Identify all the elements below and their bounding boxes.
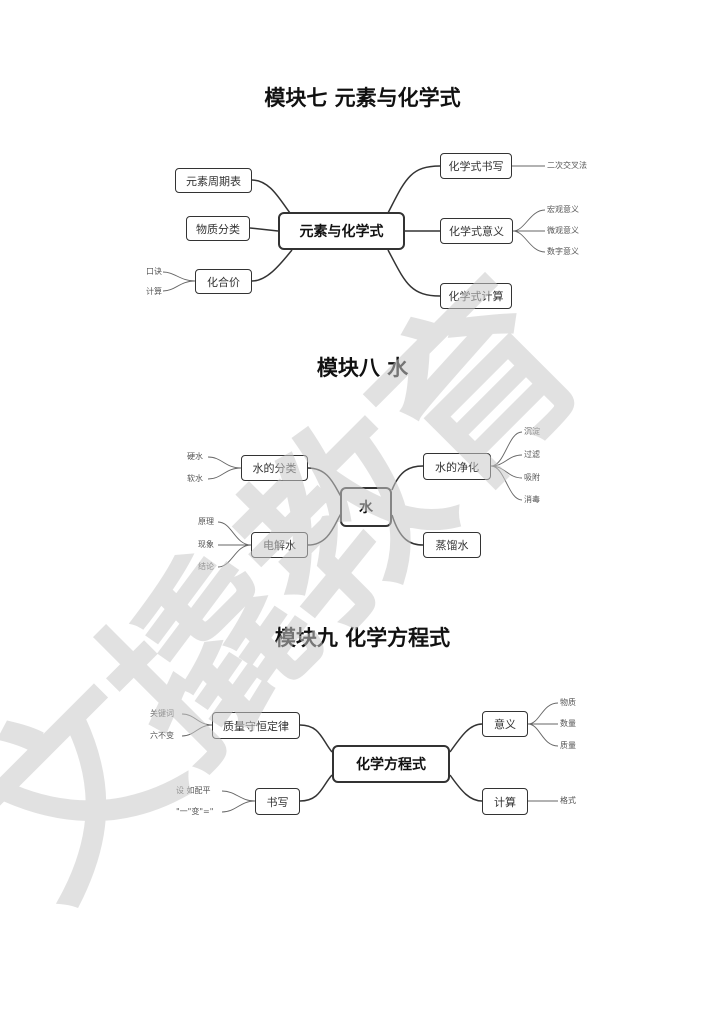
mass-conservation-node: 质量守恒定律 bbox=[212, 712, 300, 739]
periodic-table-node: 元素周期表 bbox=[175, 168, 252, 193]
equation-writing-node: 书写 bbox=[255, 788, 300, 815]
meaning-leaf-number: 数字意义 bbox=[547, 247, 579, 256]
eq-meaning-leaf-mass: 质量 bbox=[560, 741, 576, 750]
purify-leaf-disinfect: 消毒 bbox=[524, 495, 540, 504]
electrolysis-leaf-phenomenon: 现象 bbox=[198, 540, 214, 549]
valence-leaf-calc: 计算 bbox=[146, 287, 162, 296]
module8-center-node: 水 bbox=[340, 487, 392, 527]
class-leaf-soft: 软水 bbox=[187, 474, 203, 483]
module7-title: 模块七 元素与化学式 bbox=[264, 86, 461, 110]
formula-calc-node: 化学式计算 bbox=[440, 283, 512, 309]
formula-meaning-node: 化学式意义 bbox=[440, 218, 513, 244]
equation-meaning-node: 意义 bbox=[482, 711, 528, 737]
matter-classification-node: 物质分类 bbox=[186, 216, 250, 241]
module7-center-node: 元素与化学式 bbox=[278, 212, 405, 250]
writing-leaf-arrow: "一"变"=" bbox=[176, 807, 214, 816]
calc-leaf-format: 格式 bbox=[560, 796, 576, 805]
purify-leaf-filter: 过滤 bbox=[524, 450, 540, 459]
eq-meaning-leaf-quantity: 数量 bbox=[560, 719, 576, 728]
meaning-leaf-micro: 微观意义 bbox=[547, 226, 579, 235]
conservation-leaf-keywords: 关键词 bbox=[150, 709, 174, 718]
module8-title: 模块八 水 bbox=[316, 356, 409, 380]
valence-node: 化合价 bbox=[195, 269, 252, 294]
equation-calc-node: 计算 bbox=[482, 788, 528, 815]
module9-title: 模块九 化学方程式 bbox=[274, 626, 451, 650]
electrolysis-leaf-principle: 原理 bbox=[198, 517, 214, 526]
meaning-leaf-macro: 宏观意义 bbox=[547, 205, 579, 214]
electrolysis-leaf-conclusion: 结论 bbox=[198, 562, 214, 571]
writing-leaf-cross: 二次交叉法 bbox=[547, 161, 587, 170]
purify-leaf-adsorb: 吸附 bbox=[524, 473, 540, 482]
class-leaf-hard: 硬水 bbox=[187, 452, 203, 461]
module9-center-node: 化学方程式 bbox=[332, 745, 450, 783]
electrolysis-node: 电解水 bbox=[251, 532, 308, 558]
conservation-leaf-six: 六不变 bbox=[150, 731, 174, 740]
valence-leaf-rhyme: 口诀 bbox=[146, 267, 162, 276]
purify-leaf-sediment: 沉淀 bbox=[524, 427, 540, 436]
distilled-water-node: 蒸馏水 bbox=[423, 532, 481, 558]
writing-leaf-balance: 设 如配平 bbox=[176, 786, 211, 795]
water-purification-node: 水的净化 bbox=[423, 453, 491, 480]
eq-meaning-leaf-substance: 物质 bbox=[560, 698, 576, 707]
formula-writing-node: 化学式书写 bbox=[440, 153, 512, 179]
water-classification-node: 水的分类 bbox=[241, 455, 308, 481]
